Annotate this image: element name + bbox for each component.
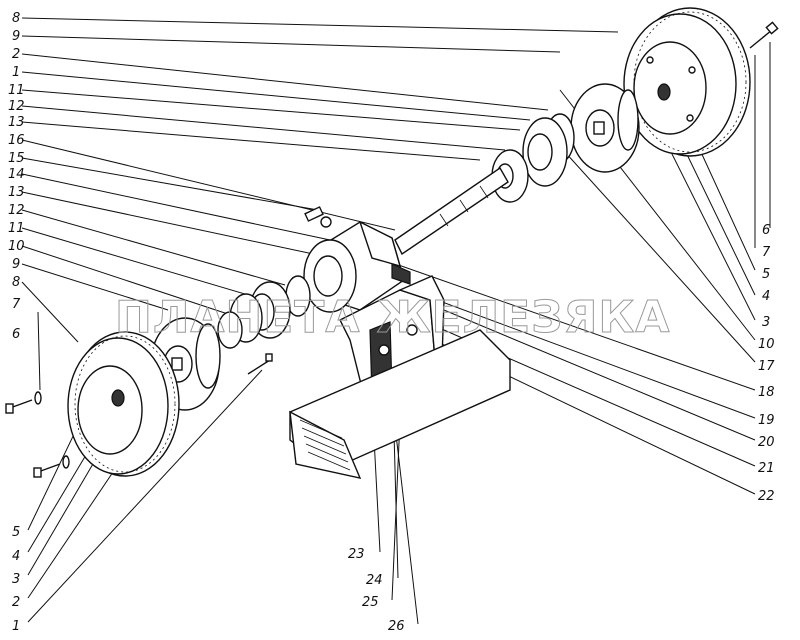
watermark: ПЛАНЕТА ЖЕЛЕЗЯКА bbox=[115, 292, 670, 343]
callout-label: 5 bbox=[12, 525, 20, 540]
callout-label: 3 bbox=[12, 572, 20, 587]
callout-label: 22 bbox=[758, 489, 775, 504]
callout-label: 10 bbox=[758, 337, 775, 352]
callout-label: 9 bbox=[12, 257, 20, 272]
bolt-right bbox=[749, 21, 779, 49]
callout-label: 12 bbox=[8, 99, 25, 114]
hub-flange-right bbox=[570, 83, 640, 173]
callout-label: 9 bbox=[12, 29, 20, 44]
callout-label: 8 bbox=[12, 11, 20, 26]
callout-label: 13 bbox=[8, 185, 25, 200]
callout-label: 26 bbox=[388, 619, 405, 634]
left-callouts: 8 9 2 1 11 12 13 16 15 14 13 12 11 10 9 … bbox=[8, 11, 25, 634]
callout-label: 24 bbox=[366, 573, 383, 588]
right-callouts: 6 7 5 4 3 10 17 18 19 20 21 22 bbox=[758, 223, 775, 504]
callout-label: 11 bbox=[8, 83, 25, 98]
bolt-small bbox=[247, 353, 273, 375]
callout-label: 6 bbox=[12, 327, 20, 342]
callout-label: 12 bbox=[8, 203, 25, 218]
callout-label: 13 bbox=[8, 115, 25, 130]
callout-label: 1 bbox=[12, 619, 20, 634]
bearing-housing bbox=[303, 220, 411, 313]
callout-label: 21 bbox=[758, 461, 775, 476]
base-panel bbox=[289, 329, 511, 479]
bottom-callouts: 23 24 25 26 bbox=[348, 547, 405, 634]
callout-label: 7 bbox=[12, 297, 21, 312]
callout-label: 2 bbox=[12, 595, 20, 610]
callout-label: 20 bbox=[758, 435, 775, 450]
callout-label: 1 bbox=[12, 65, 20, 80]
callout-label: 11 bbox=[8, 221, 25, 236]
callout-label: 17 bbox=[758, 359, 775, 374]
bearings-right bbox=[491, 113, 575, 203]
bolt-left-lower bbox=[33, 455, 70, 478]
callout-label: 2 bbox=[12, 47, 20, 62]
grease-fitting bbox=[304, 206, 332, 228]
pulley-right bbox=[623, 7, 751, 157]
bolt-left-upper bbox=[5, 391, 42, 414]
shaft bbox=[394, 166, 509, 256]
pulley-left bbox=[67, 331, 180, 477]
callout-label: 6 bbox=[762, 223, 770, 238]
callout-label: 4 bbox=[12, 549, 20, 564]
callout-label: 7 bbox=[762, 245, 771, 260]
callout-label: 3 bbox=[762, 315, 770, 330]
callout-label: 15 bbox=[8, 151, 25, 166]
callout-label: 23 bbox=[348, 547, 365, 562]
bearings-left bbox=[217, 275, 311, 349]
callout-label: 14 bbox=[8, 167, 25, 182]
callout-label: 16 bbox=[8, 133, 25, 148]
callout-label: 25 bbox=[362, 595, 379, 610]
callout-label: 10 bbox=[8, 239, 25, 254]
callout-label: 19 bbox=[758, 413, 775, 428]
callout-label: 8 bbox=[12, 275, 20, 290]
callout-label: 5 bbox=[762, 267, 770, 282]
callout-label: 4 bbox=[762, 289, 770, 304]
callout-label: 18 bbox=[758, 385, 775, 400]
